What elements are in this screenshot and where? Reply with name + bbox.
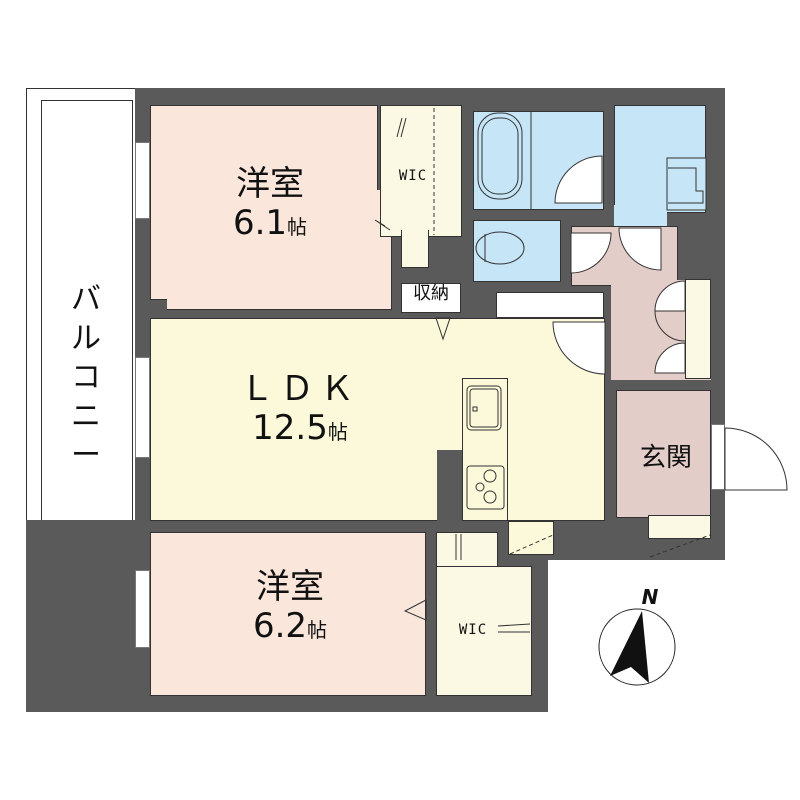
wic-1-door-icon (374, 219, 391, 231)
ldk-door-icon (552, 321, 606, 375)
wic-1-lower (401, 230, 429, 268)
washbasin-icon (666, 157, 707, 211)
toilet-icon (475, 231, 525, 265)
wic-2-door-icon (403, 599, 427, 621)
kitchen-wall (437, 450, 462, 545)
storage-door-arrow-icon (435, 317, 451, 341)
bath-door-icon (554, 155, 603, 204)
entrance (616, 390, 711, 518)
window-3 (135, 570, 150, 648)
western-room-1-name: 洋室 (236, 164, 304, 204)
wic-2-label: WIC (458, 622, 488, 638)
kitchen-entry (508, 521, 554, 555)
storage (401, 283, 461, 313)
bathtub-icon (477, 112, 523, 200)
ldk (150, 318, 438, 521)
ldk-name: ＬＤＫ (240, 369, 360, 409)
notch-white (548, 560, 800, 760)
shoe-closet-door-icon (654, 280, 686, 312)
window-2 (135, 357, 150, 458)
shoe-closet (685, 279, 711, 379)
wic-1 (380, 105, 462, 237)
western-room-2-size: 6.2帖 (252, 606, 328, 647)
washroom-ext (614, 205, 667, 227)
entrance-door-icon (724, 427, 788, 491)
western-room-1-ext (167, 190, 392, 310)
western-room-2-label: 洋室 6.2帖 (220, 567, 360, 647)
western-room-2-name: 洋室 (256, 567, 324, 607)
fridge-space (496, 292, 604, 318)
ldk-label: ＬＤＫ 12.5帖 (225, 369, 375, 449)
window-1 (135, 142, 150, 219)
western-room-1-label: 洋室 6.1帖 (200, 164, 340, 244)
north-arrow-icon (598, 608, 676, 686)
stove-icon (466, 465, 505, 510)
balcony-label: バルコニー (71, 282, 101, 473)
western-room-1-size: 6.1帖 (232, 203, 308, 244)
storage-label: 収納 (413, 283, 449, 304)
wic-2 (436, 532, 498, 567)
washroom-door-icon (618, 227, 662, 271)
wic-2-main (436, 566, 532, 696)
compass (598, 608, 676, 686)
entrance-step (648, 515, 711, 539)
wic-1-label: WIC (398, 168, 428, 184)
toilet (473, 220, 561, 282)
ldk-size: 12.5帖 (252, 408, 348, 449)
entrance-label: 玄関 (639, 443, 692, 473)
compass-label: N (641, 585, 659, 609)
toilet-door-icon (570, 232, 612, 274)
kitchen-sink-icon (466, 385, 502, 431)
